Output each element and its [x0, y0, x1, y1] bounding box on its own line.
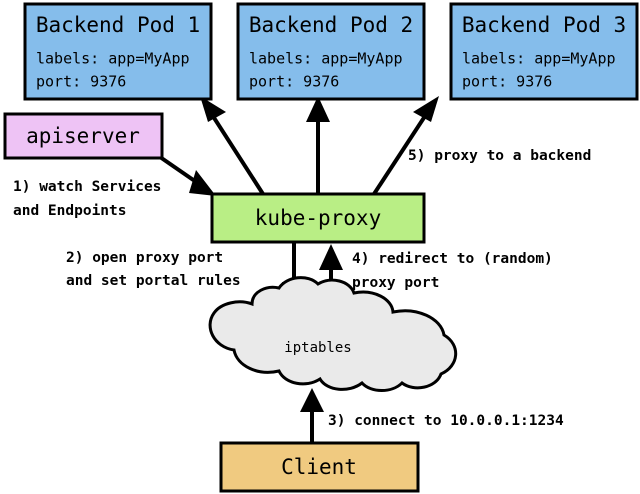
step3-line1: 3) connect to 10.0.0.1:1234 [328, 413, 564, 429]
client-title: Client [281, 455, 357, 479]
apiserver-title: apiserver [26, 124, 140, 148]
step-label-1: 1) watch Services and Endpoints [13, 179, 161, 219]
pod1-box [23, 2, 213, 101]
client-box [219, 441, 420, 493]
kubeproxy-box [210, 192, 426, 244]
node-backend-pod-2[interactable]: Backend Pod 2 labels: app=MyApp port: 93… [236, 2, 426, 101]
pod1-labels: labels: app=MyApp [36, 50, 190, 68]
step5-line1: 5) proxy to a backend [408, 148, 591, 164]
node-client[interactable]: Client [219, 441, 420, 493]
apiserver-box [3, 112, 164, 160]
pod1-title: Backend Pod 1 [36, 13, 200, 37]
pod1-port: port: 9376 [36, 73, 126, 91]
kubeproxy-title: kube-proxy [255, 206, 381, 230]
edge-client-to-iptables [300, 388, 324, 443]
step-label-5: 5) proxy to a backend [408, 148, 591, 164]
step-label-3: 3) connect to 10.0.0.1:1234 [328, 413, 564, 429]
step-label-2: 2) open proxy port and set portal rules [66, 250, 241, 289]
iptables-label: iptables [284, 340, 351, 356]
edge-apiserver-to-kubeproxy [158, 155, 216, 196]
step4-line2: proxy port [352, 275, 439, 291]
step4-line1: 4) redirect to (random) [352, 251, 553, 267]
pod2-title: Backend Pod 2 [249, 13, 413, 37]
node-backend-pod-1[interactable]: Backend Pod 1 labels: app=MyApp port: 93… [23, 2, 213, 101]
edge-kubeproxy-to-pod1 [200, 96, 265, 196]
pod2-port: port: 9376 [249, 73, 339, 91]
edge-kubeproxy-to-pod3 [372, 96, 439, 196]
node-iptables[interactable]: iptables [208, 276, 458, 392]
cloud-shape [208, 276, 458, 392]
step2-line1: 2) open proxy port [66, 250, 223, 266]
node-kube-proxy[interactable]: kube-proxy [210, 192, 426, 244]
step1-line1: 1) watch Services [13, 179, 161, 195]
pod2-labels: labels: app=MyApp [249, 50, 403, 68]
pod3-box [449, 2, 639, 101]
node-backend-pod-3[interactable]: Backend Pod 3 labels: app=MyApp port: 93… [449, 2, 639, 101]
pod2-box [236, 2, 426, 101]
edge-kubeproxy-to-pod2 [306, 96, 330, 194]
step-label-4: 4) redirect to (random) proxy port [352, 251, 553, 291]
step1-line2: and Endpoints [13, 203, 127, 219]
pod3-title: Backend Pod 3 [462, 13, 626, 37]
step2-line2: and set portal rules [66, 273, 241, 289]
pod3-port: port: 9376 [462, 73, 552, 91]
pod3-labels: labels: app=MyApp [462, 50, 616, 68]
node-apiserver[interactable]: apiserver [3, 112, 164, 160]
